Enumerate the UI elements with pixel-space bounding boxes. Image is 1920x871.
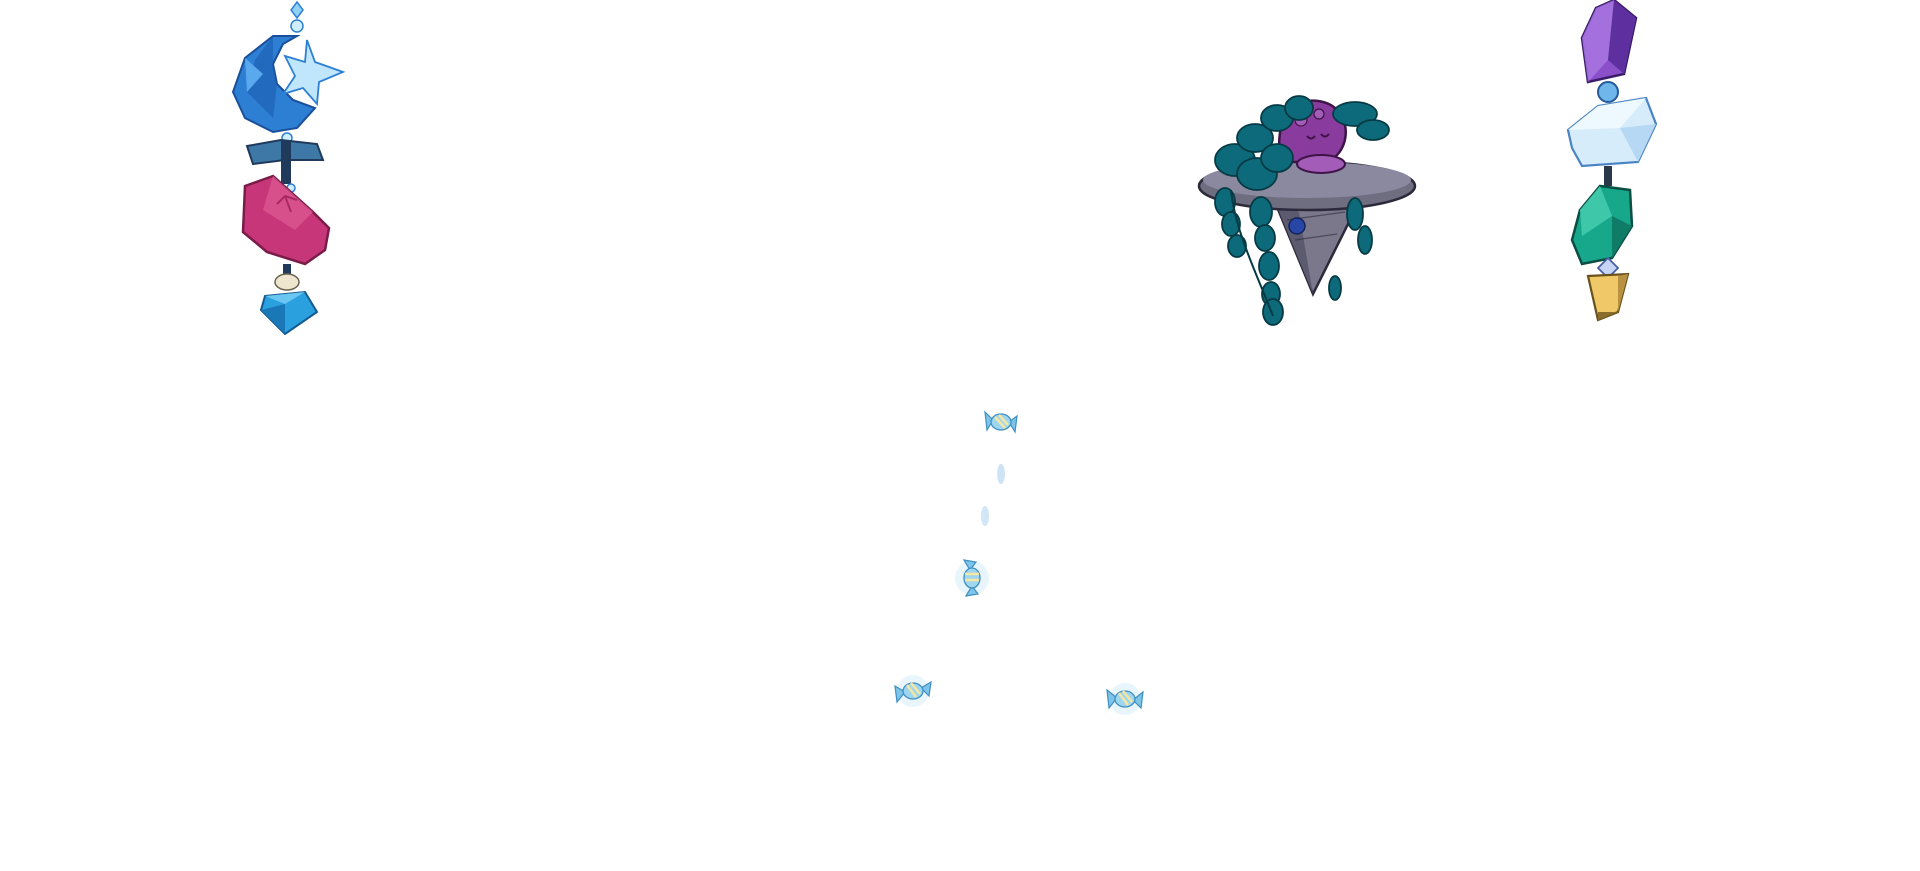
crystal-gem-chain: [1566, 0, 1658, 322]
potted-plant-shelf: [1197, 95, 1417, 326]
wrapped-candy-icon: [984, 410, 1018, 434]
aquamarine-gem: [259, 290, 319, 335]
hanging-plant-shelf-icon: [1197, 95, 1417, 326]
wrapped-candy-icon: [1106, 688, 1144, 710]
candy-bottom-right[interactable]: [1105, 682, 1145, 716]
bow-ornament: [245, 138, 325, 193]
gem-chain-icon: [1566, 0, 1658, 322]
candy-bottom-left[interactable]: [893, 674, 933, 708]
candy-top[interactable]: [983, 408, 1019, 436]
ruby-gem: [241, 174, 331, 266]
candy-trail-lower: [981, 506, 989, 526]
candy-trail-upper: [997, 464, 1005, 484]
candy-middle[interactable]: [954, 558, 990, 598]
moon-star-charm: [231, 0, 346, 335]
wrapped-candy-icon: [894, 680, 932, 704]
wrapped-candy-icon: [962, 559, 981, 597]
crescent-moon-star-icon: [231, 0, 346, 144]
